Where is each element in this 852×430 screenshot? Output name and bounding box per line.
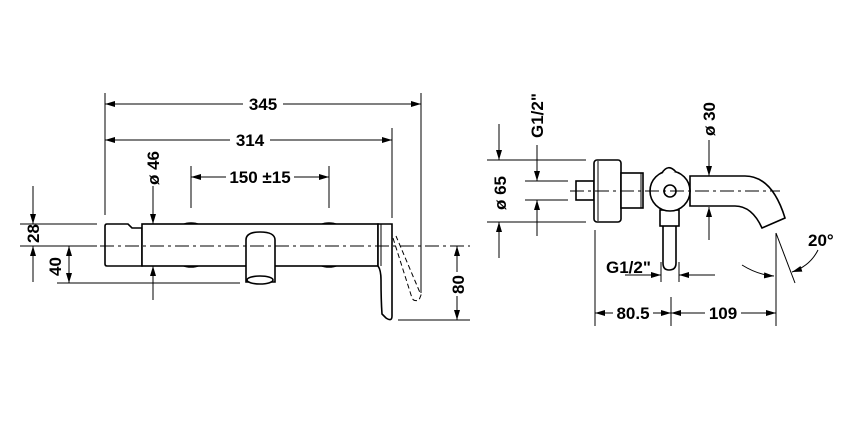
- dim-outlet-g12-label: G1/2": [606, 258, 651, 277]
- dim-depth: 80.5: [595, 304, 671, 323]
- spout-outlet: [246, 275, 274, 285]
- dim-d30-label: ø 30: [700, 102, 719, 136]
- dim-top-offset: 28: [24, 186, 43, 282]
- dim-spout-projection: 109: [671, 304, 776, 323]
- dim-109-label: 109: [709, 304, 737, 323]
- dim-80-label: 80: [449, 275, 468, 294]
- dim-40-label: 40: [46, 257, 65, 276]
- lever-tab: [661, 166, 677, 174]
- dim-150-label: 150 ±15: [229, 168, 290, 187]
- lever-neck: [659, 209, 680, 227]
- dim-80-5-label: 80.5: [616, 304, 649, 323]
- lever-rotated-outline: [392, 235, 422, 302]
- front-view: 345 314 150 ±15 ø 46 28 40: [20, 93, 470, 321]
- inlet-stub: [575, 180, 595, 201]
- side-view: ø 65 G1/2" ø 30 G1/2" 80.5: [487, 93, 834, 326]
- dim-lever-drop: 80: [448, 246, 468, 320]
- body-section: [620, 172, 644, 209]
- dim-rosette-diameter: ø 65: [491, 124, 510, 258]
- dim-bottom-offset: 40: [46, 246, 72, 283]
- front-spout: [245, 231, 276, 283]
- dim-d65-label: ø 65: [491, 176, 510, 210]
- dim-spout-angle: 20°: [741, 231, 834, 284]
- dim-345-label: 345: [249, 95, 277, 114]
- dim-spout-diameter: ø 30: [700, 102, 719, 240]
- dim-center-distance: 150 ±15: [191, 168, 329, 187]
- dim-body-width: 314: [105, 131, 392, 150]
- dim-d46-label: ø 46: [144, 151, 163, 185]
- dim-outlet-thread: G1/2": [606, 258, 715, 278]
- dim-314-label: 314: [236, 131, 265, 150]
- mixer-lever: [377, 223, 393, 321]
- dim-inlet-thread: G1/2": [528, 93, 547, 236]
- dim-28-label: 28: [24, 224, 43, 243]
- thermostat-cap: [104, 223, 143, 267]
- dim-body-diameter: ø 46: [144, 151, 163, 300]
- dim-20deg-label: 20°: [808, 231, 834, 250]
- dim-overall-width: 345: [105, 95, 421, 114]
- side-spout: [689, 175, 786, 230]
- dim-inlet-g12-label: G1/2": [528, 93, 547, 138]
